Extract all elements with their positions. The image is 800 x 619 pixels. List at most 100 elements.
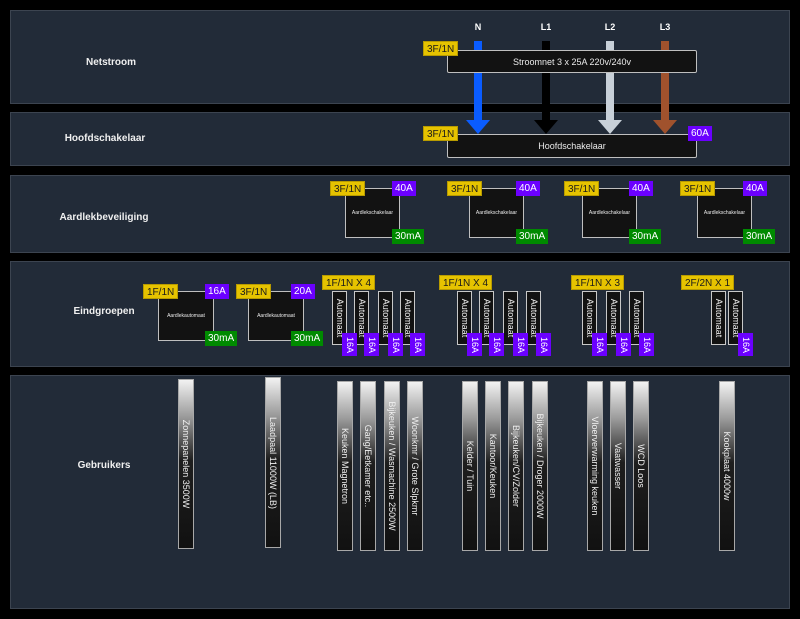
phase-label-l3: L3 bbox=[659, 22, 671, 32]
aardlek-amp-badge: 40A bbox=[629, 181, 653, 196]
breaker-amp-badge: 16A bbox=[342, 333, 357, 356]
breaker-amp-label: 16A bbox=[412, 336, 423, 353]
phase-arrow-l2-head bbox=[598, 120, 622, 134]
aardlek-ma-badge: 30mA bbox=[392, 229, 425, 244]
consumer-label: Bijkeuken / Droger 2000W bbox=[535, 413, 545, 519]
consumer-item[interactable]: Kelder / Tuin bbox=[462, 381, 478, 551]
netstroom-label: Stroomnet 3 x 25A 220v/240v bbox=[512, 56, 632, 67]
consumer-item[interactable]: Laadpaal 11000W (LB) bbox=[265, 377, 281, 548]
section-title-gebruikers: Gebruikers bbox=[77, 460, 131, 471]
breaker[interactable]: Automaat bbox=[378, 291, 393, 345]
consumer-label: Laadpaal 11000W (LB) bbox=[268, 416, 278, 509]
netstroom-box[interactable]: Stroomnet 3 x 25A 220v/240v bbox=[447, 50, 697, 73]
breaker-label: Automaat bbox=[608, 298, 619, 338]
breaker[interactable]: Automaat bbox=[582, 291, 597, 345]
rcbo-phase-tag: 3F/1N bbox=[236, 284, 272, 299]
breaker-amp-label: 16A bbox=[390, 336, 401, 353]
breaker[interactable]: Automaat bbox=[503, 291, 518, 345]
breaker[interactable]: Automaat bbox=[354, 291, 369, 345]
aardlek-box: Aardlekschakelaar bbox=[697, 188, 752, 238]
breaker-label: Automaat bbox=[505, 298, 516, 338]
aardlek-amp-badge: 40A bbox=[743, 181, 767, 196]
breaker[interactable]: Automaat bbox=[606, 291, 621, 345]
breaker[interactable]: Automaat bbox=[526, 291, 541, 345]
consumer-item[interactable]: Vloerverwarming keuken bbox=[587, 381, 603, 551]
breaker-amp-label: 16A bbox=[491, 336, 502, 353]
breaker-amp-label: 16A bbox=[641, 336, 652, 353]
consumer-item[interactable]: Gang/Eetkamer etc.. bbox=[360, 381, 376, 551]
section-title-hoofdschakelaar: Hoofdschakelaar bbox=[64, 133, 146, 144]
breaker-label: Automaat bbox=[631, 298, 642, 338]
hoofdschakelaar-box[interactable]: Hoofdschakelaar bbox=[447, 134, 697, 158]
breaker[interactable]: Automaat bbox=[457, 291, 472, 345]
breaker[interactable]: Automaat bbox=[728, 291, 743, 345]
phase-arrow-l3 bbox=[661, 41, 669, 120]
breaker-amp-badge: 16A bbox=[410, 333, 425, 356]
consumer-label: Zonnepanelen 3500W bbox=[181, 419, 191, 509]
consumer-label: Vaatwasser bbox=[613, 442, 623, 490]
hoofdschakelaar-label: Hoofdschakelaar bbox=[538, 141, 606, 151]
aardlek-amp-badge: 40A bbox=[392, 181, 416, 196]
consumer-item[interactable]: Bijkeuken/CV/Zolder bbox=[508, 381, 524, 551]
breaker-amp-badge: 16A bbox=[616, 333, 631, 356]
breaker-amp-badge: 16A bbox=[364, 333, 379, 356]
aardlek-box: Aardlekschakelaar bbox=[469, 188, 524, 238]
breaker-amp-label: 16A bbox=[594, 336, 605, 353]
consumer-label: Keuken Magnetron bbox=[340, 427, 350, 505]
breaker-amp-badge: 16A bbox=[592, 333, 607, 356]
phase-arrow-n-head bbox=[466, 120, 490, 134]
consumer-item[interactable]: Keuken Magnetron bbox=[337, 381, 353, 551]
consumer-item[interactable]: Bijkeuken / Wasmachine 2500W bbox=[384, 381, 400, 551]
consumer-label: Bijkeuken/CV/Zolder bbox=[511, 424, 521, 508]
rcbo-amp-badge: 20A bbox=[291, 284, 315, 299]
consumer-label: Bijkeuken / Wasmachine 2500W bbox=[387, 401, 397, 531]
consumer-label: Vloerverwarming keuken bbox=[590, 416, 600, 516]
breaker-amp-badge: 16A bbox=[639, 333, 654, 356]
phase-label-l2: L2 bbox=[604, 22, 616, 32]
consumer-label: Kantoor/Keuken bbox=[488, 433, 498, 499]
breaker-group-tag: 2F/2N X 1 bbox=[681, 275, 735, 290]
breaker-label: Automaat bbox=[402, 298, 413, 338]
breaker-label: Automaat bbox=[481, 298, 492, 338]
breaker-label: Automaat bbox=[334, 298, 345, 338]
hoofdschakelaar-phase-tag: 3F/1N bbox=[423, 126, 459, 141]
phase-arrow-l1 bbox=[542, 41, 550, 120]
breaker-amp-badge: 16A bbox=[467, 333, 482, 356]
consumer-item[interactable]: Kookplaat 4000w bbox=[719, 381, 735, 551]
breaker[interactable]: Automaat bbox=[711, 291, 726, 345]
breaker-amp-label: 16A bbox=[366, 336, 377, 353]
breaker-group-tag: 1F/1N X 4 bbox=[439, 275, 493, 290]
hoofdschakelaar-amp-badge: 60A bbox=[688, 126, 712, 141]
aardlek-phase-tag: 3F/1N bbox=[330, 181, 366, 196]
consumer-item[interactable]: Vaatwasser bbox=[610, 381, 626, 551]
rcbo-phase-tag: 1F/1N bbox=[143, 284, 179, 299]
breaker-label: Automaat bbox=[459, 298, 470, 338]
consumer-item[interactable]: Woonkmr / Grote Slpkmr bbox=[407, 381, 423, 551]
breaker-label: Automaat bbox=[584, 298, 595, 338]
panel-gebruikers: Gebruikers bbox=[10, 375, 790, 609]
rcbo-ma-badge: 30mA bbox=[291, 331, 324, 346]
breaker[interactable]: Automaat bbox=[479, 291, 494, 345]
breaker[interactable]: Automaat bbox=[400, 291, 415, 345]
phase-arrow-l1-head bbox=[534, 120, 558, 134]
section-title-aardlekbeveiliging: Aardlekbeveiliging bbox=[59, 212, 149, 223]
breaker[interactable]: Automaat bbox=[332, 291, 347, 345]
rcbo-box: Aardlekautomaat bbox=[158, 291, 214, 341]
consumer-label: WCD Loos bbox=[636, 444, 646, 488]
breaker[interactable]: Automaat bbox=[629, 291, 644, 345]
consumer-item[interactable]: Kantoor/Keuken bbox=[485, 381, 501, 551]
breaker-label: Automaat bbox=[713, 298, 724, 338]
breaker-amp-badge: 16A bbox=[489, 333, 504, 356]
section-title-netstroom: Netstroom bbox=[85, 57, 137, 68]
breaker-label: Automaat bbox=[356, 298, 367, 338]
consumer-item[interactable]: WCD Loos bbox=[633, 381, 649, 551]
aardlek-ma-badge: 30mA bbox=[516, 229, 549, 244]
breaker-amp-label: 16A bbox=[344, 336, 355, 353]
breaker-amp-badge: 16A bbox=[738, 333, 753, 356]
aardlek-box: Aardlekschakelaar bbox=[582, 188, 637, 238]
breaker-amp-label: 16A bbox=[740, 336, 751, 353]
consumer-item[interactable]: Bijkeuken / Droger 2000W bbox=[532, 381, 548, 551]
breaker-amp-label: 16A bbox=[515, 336, 526, 353]
breaker-label: Automaat bbox=[730, 298, 741, 338]
consumer-item[interactable]: Zonnepanelen 3500W bbox=[178, 379, 194, 549]
